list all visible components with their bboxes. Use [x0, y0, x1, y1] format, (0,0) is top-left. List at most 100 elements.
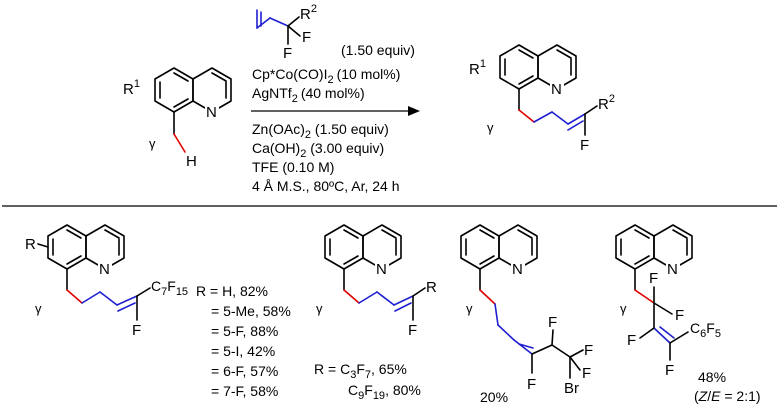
scope-2-f: F [408, 322, 417, 339]
additive-name: AgNTf [252, 85, 292, 101]
reagent-f2: F [283, 45, 292, 62]
reagent-r2-superscript: 2 [311, 3, 317, 15]
scope-2-yield-2-post: , 80% [385, 382, 421, 398]
scope-3-vinyl-f: F [527, 376, 536, 393]
scope-2-n: N [376, 261, 387, 278]
svg-text:R2: R2 [598, 93, 615, 113]
svg-text:Ca(OH)2 (3.00 equiv): Ca(OH)2 (3.00 equiv) [252, 140, 384, 160]
catalyst-subscript: 2 [327, 74, 333, 86]
scope-3-br: Br [564, 380, 579, 397]
scope-4-ze-open: ( [694, 388, 699, 404]
scope-1-yield-7f: = 7-F, 58% [211, 383, 278, 399]
product-structure: N R1 R2 F γ [469, 44, 615, 154]
reagent-f1: F [302, 29, 311, 46]
svg-text:Zn(OAc)2 (1.50 equiv): Zn(OAc)2 (1.50 equiv) [252, 121, 389, 141]
base-1-subscript: 2 [305, 129, 311, 141]
scope-product-2: N R F γ R = C3F7, 65% C9F19, 80% [314, 224, 437, 402]
scope-1-c-subscript: 7 [161, 286, 167, 298]
scope-2-yield-1-pre: R = C [314, 361, 350, 377]
scope-4-f-right: F [675, 307, 684, 324]
additive-subscript: 2 [292, 93, 298, 105]
scope-2-yield-2-pre: C [348, 382, 358, 398]
scope-product-1: N R C7F15 F γ R = H, 82% = 5-Me, 58% = 5… [25, 224, 291, 399]
reagent-r2: R [300, 6, 311, 23]
solvent-line: TFE (0.10 M) [252, 159, 334, 175]
scope-2-yield-2-sub2: 19 [373, 390, 385, 402]
scope-2-yield-2-sub1: 9 [358, 390, 364, 402]
product-r2-superscript: 2 [609, 93, 615, 105]
scope-2-yield-1-sub1: 3 [350, 369, 356, 381]
product-n: N [551, 81, 562, 98]
scope-3-f-ch2: F [548, 314, 557, 331]
substrate-n: N [206, 104, 217, 121]
scope-4-ze-slash: / [707, 388, 711, 404]
base-1-equiv: (1.50 equiv) [311, 121, 389, 137]
svg-text:R2: R2 [300, 3, 317, 23]
scope-product-3: N F F F Br F γ 20% [460, 224, 593, 405]
catalyst-loading: (10 mol%) [337, 66, 401, 82]
scope-3-f-cf2-b: F [582, 365, 591, 382]
reagent-structure: R2 F F (1.50 equiv) [256, 3, 415, 62]
product-r1-superscript: 1 [480, 58, 486, 70]
scope-1-yield-5me: = 5-Me, 58% [211, 303, 291, 319]
substrate-r1: R [123, 81, 134, 98]
product-f: F [580, 137, 589, 154]
conditions-below: Zn(OAc)2 (1.50 equiv) Ca(OH)2 (3.00 equi… [252, 121, 400, 194]
reagent-equiv: (1.50 equiv) [341, 42, 415, 58]
scope-1-yield-6f: = 6-F, 57% [211, 363, 278, 379]
scope-1-f: F [167, 278, 176, 294]
scope-4-ze-ratio: (Z/E = 2:1) [694, 388, 761, 404]
scope-1-yield-list: R = H, 82% = 5-Me, 58% = 5-F, 88% = 5-I,… [196, 283, 291, 399]
scope-4-ze-close: = 2:1) [720, 388, 760, 404]
scope-4-ze-e: E [711, 388, 721, 404]
svg-text:R1: R1 [469, 58, 486, 78]
scope-3-yield: 20% [480, 389, 508, 405]
base-2-subscript: 2 [300, 148, 306, 160]
scope-3-f-cf2-a: F [584, 342, 593, 359]
product-r1: R [469, 61, 480, 78]
additive-temperature-line: 4 Å M.S., 80ºC, Ar, 24 h [252, 178, 400, 194]
scope-4-gamma: γ [620, 301, 627, 316]
svg-text:C7F15: C7F15 [151, 278, 188, 298]
scope-4-f-top: F [649, 270, 658, 287]
product-r2: R [598, 96, 609, 113]
scope-2-r: R [426, 279, 437, 296]
scope-2-yield-1-f: F [356, 361, 365, 377]
scope-4-c6f5-c: C [690, 320, 700, 336]
scope-2-yield-2-f: F [364, 382, 373, 398]
substrate-gamma: γ [149, 136, 156, 151]
scope-1-vinyl-f: F [132, 322, 141, 339]
scope-4-yield: 48% [698, 369, 726, 385]
base-2-name: Ca(OH) [252, 140, 300, 156]
scope-product-4: N F F F F C6F5 γ 48% (Z/E = 2:1) [615, 224, 761, 404]
svg-text:AgNTf2(40 mol%): AgNTf2(40 mol%) [252, 85, 365, 105]
scope-4-n: N [667, 261, 678, 278]
base-1-name: Zn(OAc) [252, 121, 305, 137]
scope-4-c6f5-sub1: 6 [700, 328, 706, 340]
scope-4-c6f5-f: F [706, 320, 715, 336]
substrate-structure: N R1 H γ [123, 67, 232, 170]
scope-1-r: R [25, 236, 36, 253]
scope-1-yield-5i: = 5-I, 42% [211, 343, 275, 359]
scope-4-c6f5-sub2: 5 [715, 328, 721, 340]
scope-1-n: N [99, 261, 110, 278]
scope-4-c6f5: C6F5 [690, 320, 721, 340]
additive-loading: (40 mol%) [301, 85, 365, 101]
product-gamma: γ [487, 120, 494, 135]
substrate-r1-superscript: 1 [134, 78, 140, 90]
scope-1-yield-5f: = 5-F, 88% [211, 323, 278, 339]
conditions-above: Cp*Co(CO)I2(10 mol%) AgNTf2(40 mol%) [252, 66, 400, 105]
svg-text:Cp*Co(CO)I2(10 mol%): Cp*Co(CO)I2 (10 mol%) [252, 66, 400, 86]
scope-2-yield-c3f7: R = C3F7, 65% [314, 361, 407, 381]
scope-4-f-left: F [627, 332, 636, 349]
substrate-h: H [186, 153, 197, 170]
scope-1-yield-h: R = H, 82% [196, 283, 268, 299]
scope-4-f-bottom: F [665, 362, 674, 379]
reaction-arrow [251, 106, 420, 116]
svg-text:R1: R1 [123, 78, 140, 98]
scope-2-gamma: γ [316, 301, 323, 316]
scope-4-ze-z: Z [698, 388, 708, 404]
catalyst-name: Cp*Co(CO)I [252, 66, 327, 82]
scope-2-yield-1-sub2: 7 [365, 369, 371, 381]
